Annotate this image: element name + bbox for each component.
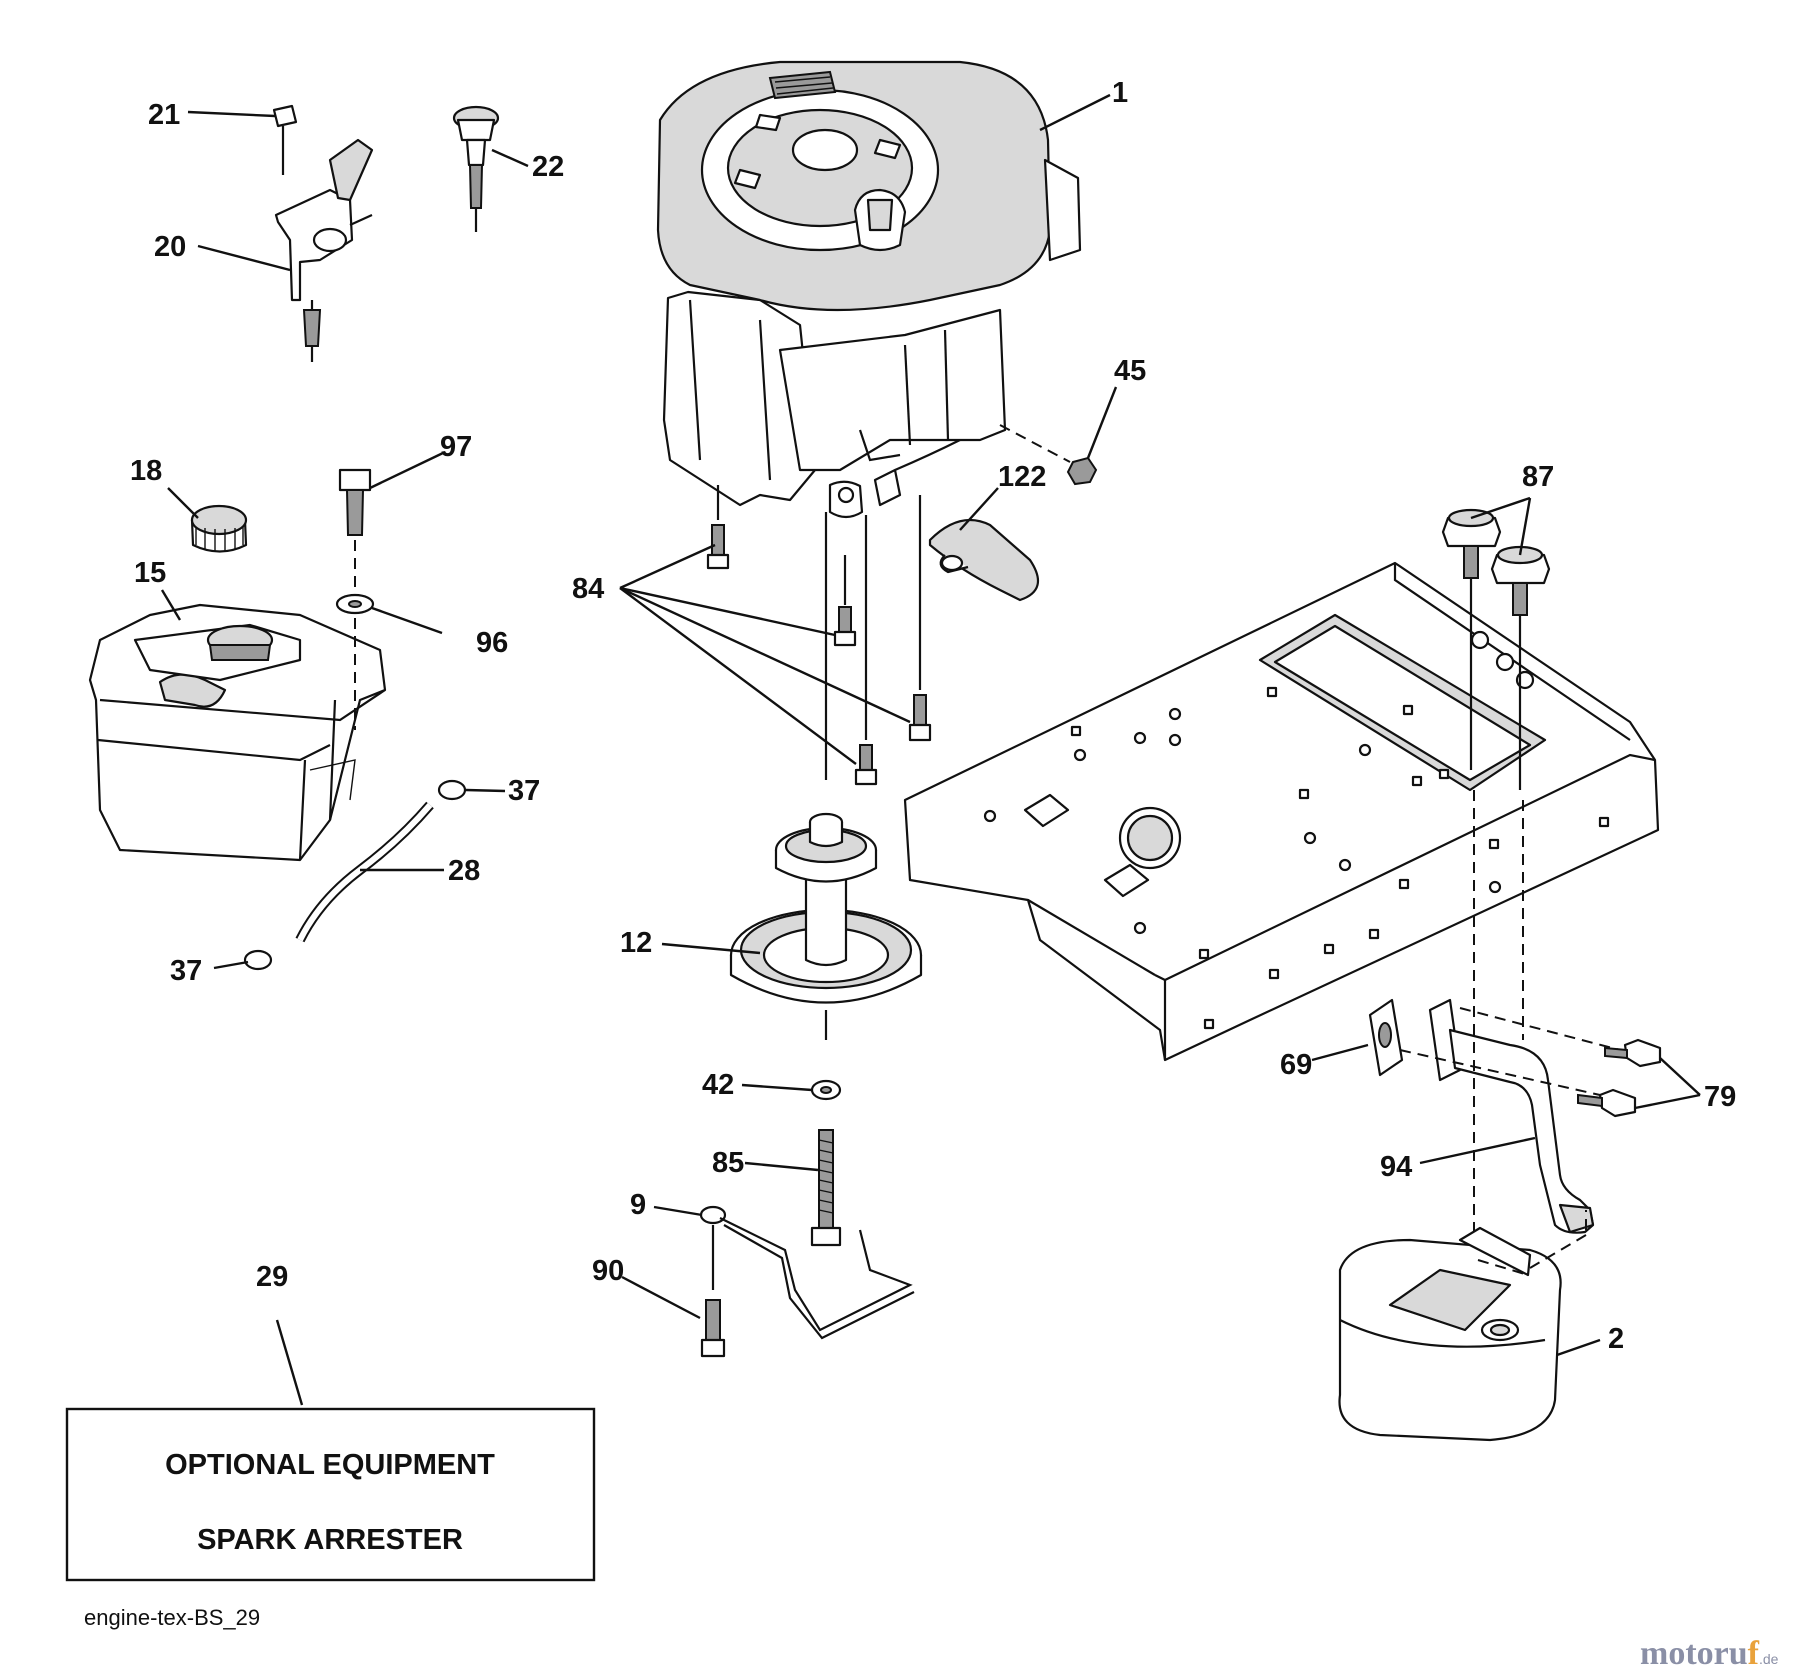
callout-labels: 1 2 9 12 15 18 20 21 22 28 29 37 37 42 4… — [130, 77, 1736, 1355]
callout-97: 97 — [440, 431, 472, 463]
engine-pulley — [729, 812, 923, 1040]
watermark-logo: motoruf.de — [1640, 1635, 1779, 1672]
callout-85: 85 — [712, 1147, 744, 1179]
callout-96: 96 — [476, 627, 508, 659]
callout-1: 1 — [1112, 77, 1128, 109]
optional-equipment-label: OPTIONAL EQUIPMENT — [165, 1449, 495, 1481]
drawing-code: engine-tex-BS_29 — [84, 1605, 260, 1630]
callout-21: 21 — [148, 99, 180, 131]
muffler — [1338, 1210, 1587, 1442]
fuel-cap — [190, 504, 248, 553]
watermark-accent: f — [1748, 1635, 1760, 1672]
leader-lines — [160, 93, 1701, 1406]
callout-69: 69 — [1280, 1049, 1312, 1081]
svg-text:motoruf.de: motoruf.de — [1640, 1635, 1779, 1672]
callout-20: 20 — [154, 231, 186, 263]
callout-2: 2 — [1608, 1323, 1624, 1355]
fuel-tank — [88, 603, 387, 862]
guard — [928, 518, 1040, 602]
callout-15: 15 — [134, 557, 166, 589]
spark-arrester-label: SPARK ARRESTER — [197, 1524, 463, 1556]
throttle-control — [272, 104, 374, 362]
chassis-frame — [903, 561, 1660, 1062]
callout-37-lower: 37 — [170, 955, 202, 987]
frame-bolts — [1441, 508, 1551, 790]
callout-79: 79 — [1704, 1081, 1736, 1113]
bracket — [699, 1205, 915, 1340]
callout-12: 12 — [620, 927, 652, 959]
callout-87: 87 — [1522, 461, 1554, 493]
exhaust-assembly — [1368, 790, 1662, 1240]
watermark-main: motoru — [1640, 1635, 1748, 1672]
tank-bolt — [335, 468, 375, 730]
pulley-washer — [810, 1079, 842, 1101]
watermark-domain: .de — [1759, 1651, 1779, 1667]
engine-assembly — [656, 60, 1082, 519]
callout-42: 42 — [702, 1069, 734, 1101]
engine-bolts — [706, 485, 932, 786]
bracket-bolt — [700, 1299, 726, 1358]
callout-9: 9 — [630, 1189, 646, 1221]
callout-28: 28 — [448, 855, 480, 887]
callout-90: 90 — [592, 1255, 624, 1287]
callout-37-upper: 37 — [508, 775, 540, 807]
choke-knob — [452, 105, 500, 232]
callout-94: 94 — [1380, 1151, 1412, 1183]
callout-29: 29 — [256, 1261, 288, 1293]
pulley-bolt — [810, 1129, 842, 1247]
optional-equipment-box: OPTIONAL EQUIPMENT SPARK ARRESTER — [65, 1407, 596, 1582]
callout-122: 122 — [998, 461, 1046, 493]
callout-45: 45 — [1114, 355, 1146, 387]
callout-22: 22 — [532, 151, 564, 183]
callout-84: 84 — [572, 573, 604, 605]
callout-18: 18 — [130, 455, 162, 487]
